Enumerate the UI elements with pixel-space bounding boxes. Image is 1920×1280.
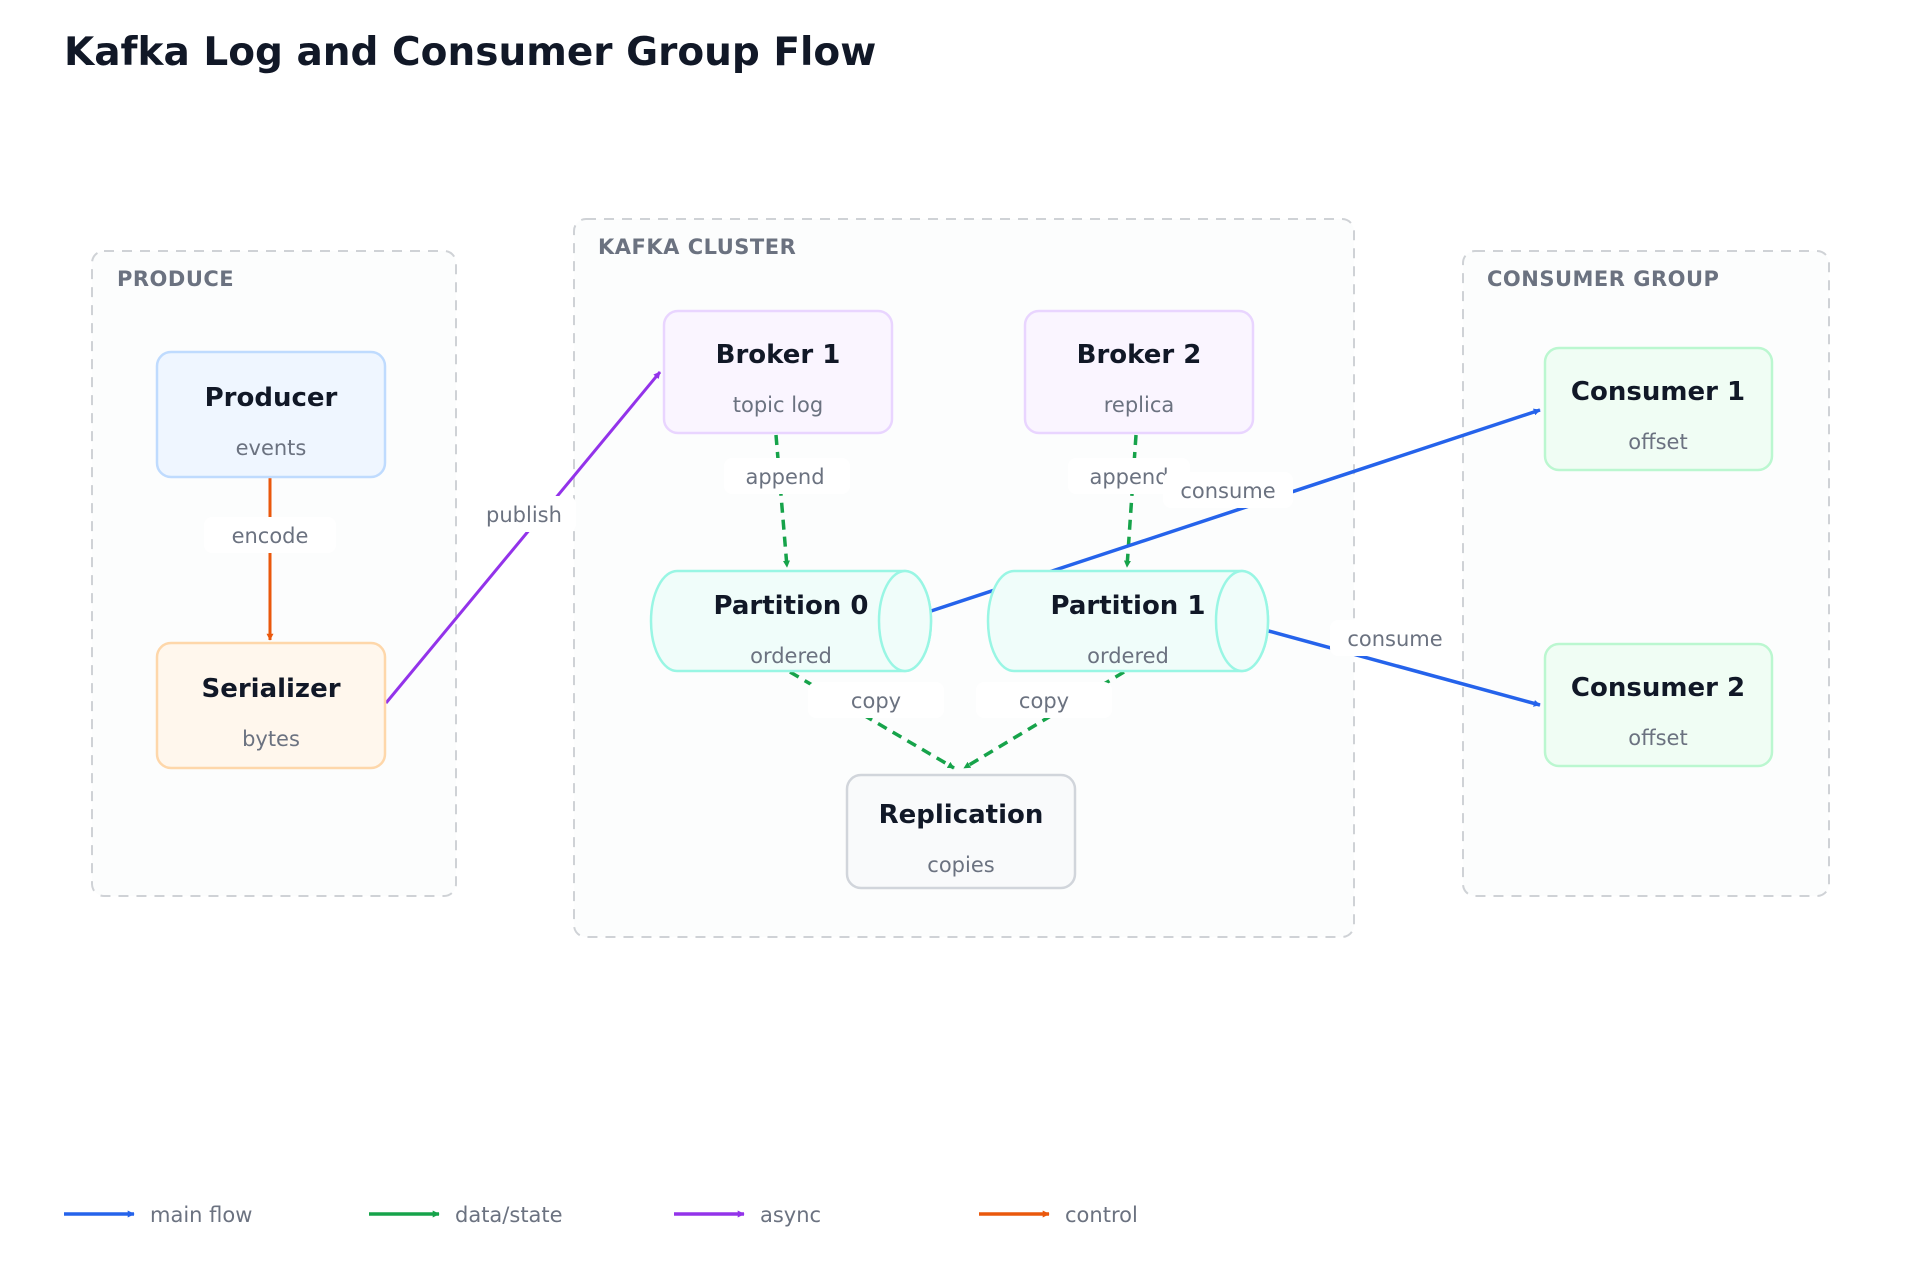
node-title: Partition 0 — [714, 591, 869, 621]
node-title: Broker 1 — [716, 340, 841, 370]
node-subtitle: offset — [1628, 430, 1687, 454]
node-subtitle: topic log — [733, 393, 823, 417]
svg-text:data/state: data/state — [455, 1203, 563, 1227]
edge-labels: encode publish append append consume cop… — [204, 458, 1460, 718]
svg-text:encode: encode — [232, 524, 309, 548]
node-broker-1: Broker 1 topic log — [662, 309, 894, 435]
edge-label-consume-1: consume — [1163, 472, 1293, 508]
node-partition-0: Partition 0 ordered — [649, 569, 933, 673]
edge-copy-1 — [963, 670, 1125, 770]
svg-text:append: append — [1089, 465, 1168, 489]
svg-text:publish: publish — [486, 503, 562, 527]
group-label-cluster: KAFKA CLUSTER — [598, 235, 796, 259]
svg-text:control: control — [1065, 1203, 1138, 1227]
svg-text:consume: consume — [1347, 627, 1442, 651]
svg-text:copy: copy — [851, 689, 901, 713]
node-subtitle: ordered — [750, 644, 832, 668]
edge-consume-2 — [1264, 628, 1541, 707]
edge-append-1 — [774, 434, 790, 568]
node-title: Serializer — [201, 674, 340, 704]
node-partition-1: Partition 1 ordered — [986, 569, 1270, 673]
edge-label-append-1: append — [724, 458, 850, 494]
svg-text:append: append — [745, 465, 824, 489]
node-title: Consumer 2 — [1571, 673, 1745, 703]
edge-label-encode: encode — [204, 517, 336, 553]
svg-text:main flow: main flow — [150, 1203, 252, 1227]
node-title: Consumer 1 — [1571, 377, 1745, 407]
node-title: Replication — [879, 800, 1044, 830]
node-serializer: Serializer bytes — [155, 641, 387, 770]
page-title: Kafka Log and Consumer Group Flow — [64, 30, 877, 75]
node-title: Partition 1 — [1051, 591, 1206, 621]
legend-item-control: control — [979, 1203, 1138, 1227]
svg-text:consume: consume — [1180, 479, 1275, 503]
group-label-produce: PRODUCE — [117, 267, 234, 291]
svg-text:async: async — [760, 1203, 821, 1227]
edge-publish — [384, 371, 662, 704]
node-broker-2: Broker 2 replica — [1023, 309, 1255, 435]
legend: main flow data/state async control — [64, 1203, 1138, 1227]
node-consumer-2: Consumer 2 offset — [1543, 642, 1774, 768]
edge-label-consume-2: consume — [1330, 620, 1460, 656]
node-subtitle: offset — [1628, 726, 1687, 750]
edges — [266, 371, 1541, 770]
node-subtitle: replica — [1104, 393, 1175, 417]
legend-item-async: async — [674, 1203, 821, 1227]
edge-label-publish: publish — [472, 496, 576, 532]
group-produce: PRODUCE — [91, 250, 457, 897]
edge-label-append-2: append — [1068, 458, 1190, 494]
node-subtitle: bytes — [242, 727, 300, 751]
edge-label-copy-0: copy — [808, 682, 944, 718]
node-subtitle: events — [236, 436, 307, 460]
node-consumer-1: Consumer 1 offset — [1543, 346, 1774, 472]
node-title: Broker 2 — [1077, 340, 1202, 370]
node-producer: Producer events — [155, 350, 387, 479]
svg-text:copy: copy — [1019, 689, 1069, 713]
node-title: Producer — [205, 383, 338, 413]
group-label-consumers: CONSUMER GROUP — [1487, 267, 1719, 291]
legend-item-main-flow: main flow — [64, 1203, 252, 1227]
node-subtitle: copies — [927, 853, 994, 877]
node-subtitle: ordered — [1087, 644, 1169, 668]
node-replication: Replication copies — [845, 773, 1077, 890]
edge-label-copy-1: copy — [976, 682, 1112, 718]
edge-copy-0 — [789, 670, 955, 770]
legend-item-data-state: data/state — [369, 1203, 563, 1227]
